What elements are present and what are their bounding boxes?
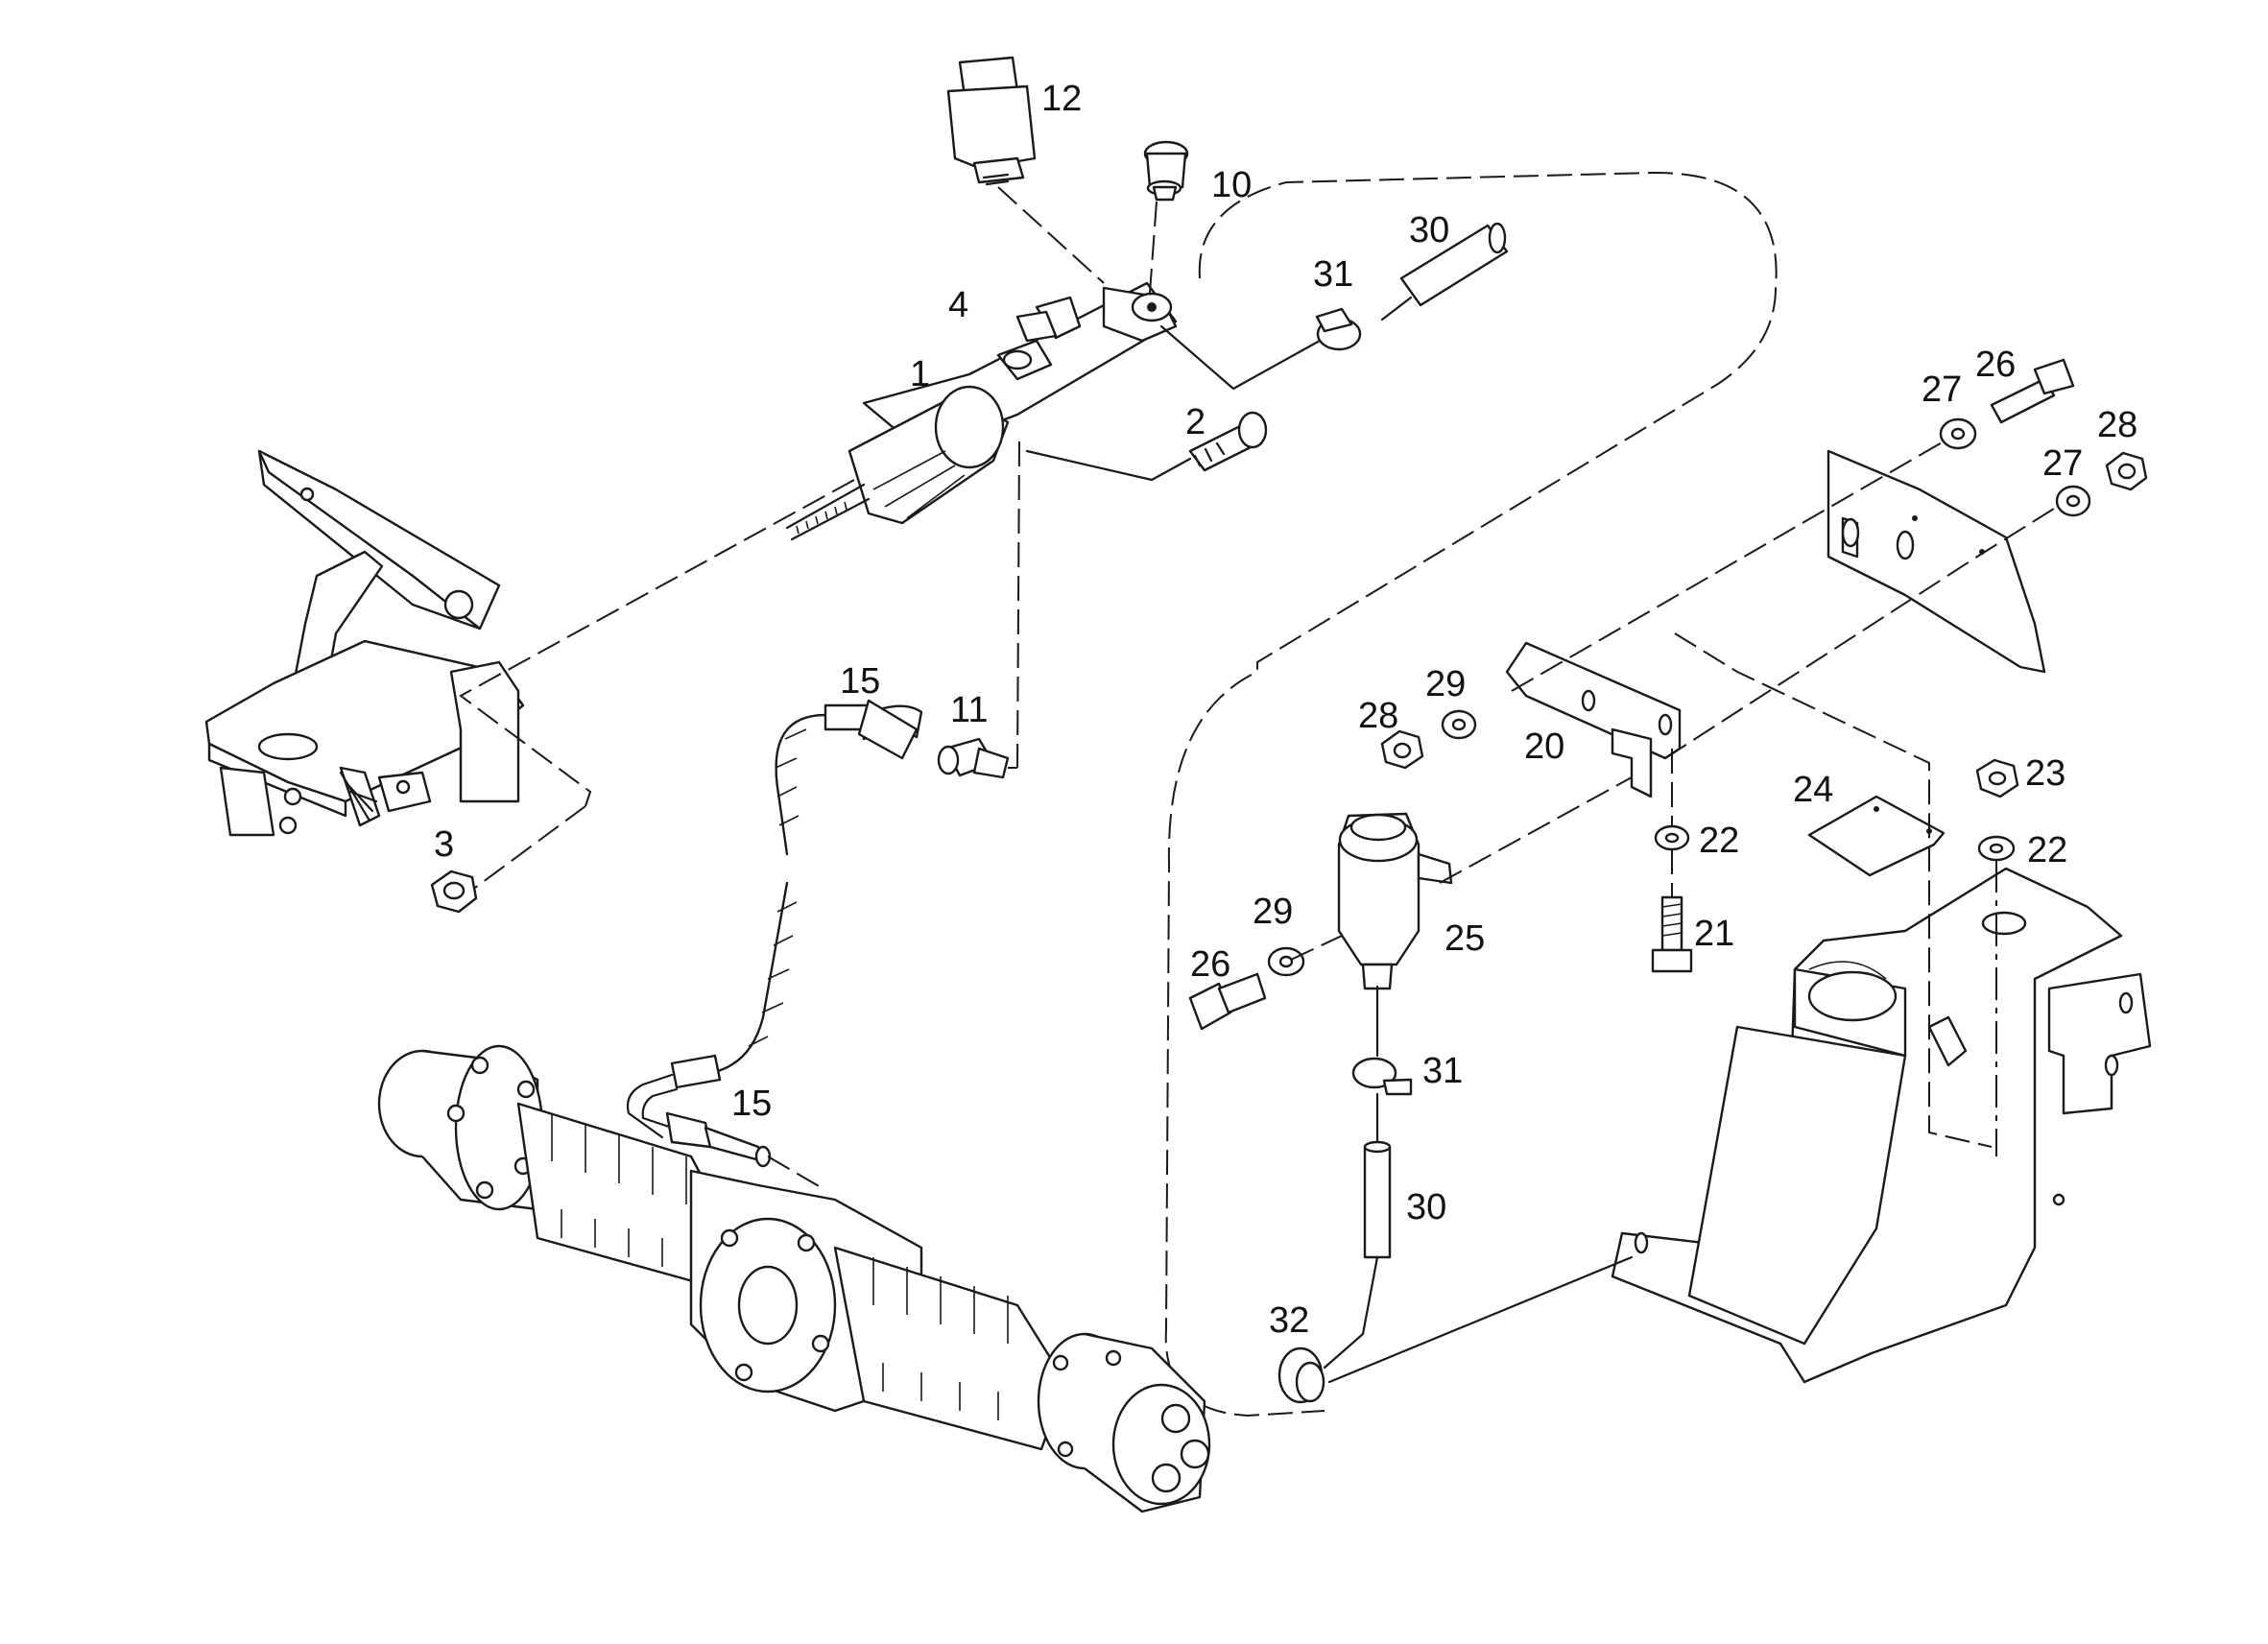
hose-30-upper [1399, 222, 1509, 307]
mounting-plate [1826, 449, 2046, 674]
callout-4: 4 [948, 285, 968, 325]
rear-axle [377, 1044, 1211, 1513]
bolt-26-lower [1188, 972, 1267, 1031]
callout-15-lower: 15 [731, 1084, 772, 1124]
master-cylinder-1 [785, 281, 1178, 541]
callout-1: 1 [910, 354, 930, 394]
callout-labels: 1 2 3 4 10 11 12 15 15 20 21 22 22 23 24… [434, 79, 2137, 1341]
hose-clamp-31-upper [1315, 307, 1362, 351]
plug-screw-10 [1143, 140, 1189, 202]
washer-27-lower [2055, 485, 2091, 517]
cover-plate-24 [1807, 795, 1946, 877]
callout-27-upper: 27 [1922, 369, 1962, 410]
washer-27-upper [1939, 417, 1977, 450]
callout-24: 24 [1793, 770, 1833, 810]
callout-20: 20 [1524, 727, 1564, 767]
callout-26-upper: 26 [1975, 345, 2016, 385]
callout-31-upper: 31 [1313, 254, 1353, 295]
callout-26-lower: 26 [1190, 944, 1230, 985]
assembly-lines [459, 186, 2055, 1384]
bracket-20 [1505, 641, 1682, 798]
washer-29-lower [1267, 946, 1305, 977]
bolt-26-upper [1990, 358, 2075, 424]
callout-29-lower: 29 [1253, 892, 1293, 932]
callout-27-lower: 27 [2042, 443, 2083, 484]
grommet-32 [1277, 1346, 1325, 1404]
callout-28-upper: 28 [2097, 405, 2137, 445]
washer-22-right [1977, 835, 2016, 862]
callout-31-lower: 31 [1422, 1051, 1463, 1091]
callout-30-lower: 30 [1406, 1187, 1446, 1227]
callout-23: 23 [2025, 753, 2065, 794]
nut-23 [1975, 758, 2019, 798]
washer-29-mid [1441, 709, 1477, 740]
nut-3 [430, 870, 478, 914]
callout-22-right: 22 [2027, 830, 2067, 870]
callout-22-left: 22 [1699, 821, 1739, 861]
callout-2: 2 [1185, 402, 1206, 442]
callout-29-mid: 29 [1425, 664, 1466, 704]
bolt-21 [1651, 895, 1693, 973]
callout-32: 32 [1269, 1300, 1309, 1341]
pressure-switch-12 [946, 56, 1037, 186]
nut-28-mid [1380, 729, 1424, 770]
tank-housing [1611, 867, 2152, 1384]
brake-pedal-assembly [204, 449, 525, 837]
callout-28-mid: 28 [1358, 696, 1398, 736]
callout-3: 3 [434, 824, 454, 865]
fitting-11 [937, 737, 1010, 779]
bolt-2 [1188, 411, 1268, 472]
brake-fluid-reservoir-25 [1337, 812, 1453, 990]
brake-hose-15 [626, 699, 923, 1168]
callout-11: 11 [950, 690, 988, 730]
washer-22-left [1654, 824, 1690, 851]
nut-28-upper [2105, 451, 2148, 491]
callout-15-upper: 15 [840, 661, 880, 702]
reservoir-area-dashed-outline [1164, 171, 1778, 1418]
callout-25: 25 [1444, 918, 1485, 959]
hose-clamp-31-lower [1351, 1057, 1413, 1096]
callout-30-upper: 30 [1409, 210, 1449, 250]
callout-10: 10 [1211, 165, 1252, 205]
callout-12: 12 [1041, 79, 1082, 119]
hose-30-lower [1363, 1140, 1392, 1259]
callout-21: 21 [1694, 914, 1734, 954]
